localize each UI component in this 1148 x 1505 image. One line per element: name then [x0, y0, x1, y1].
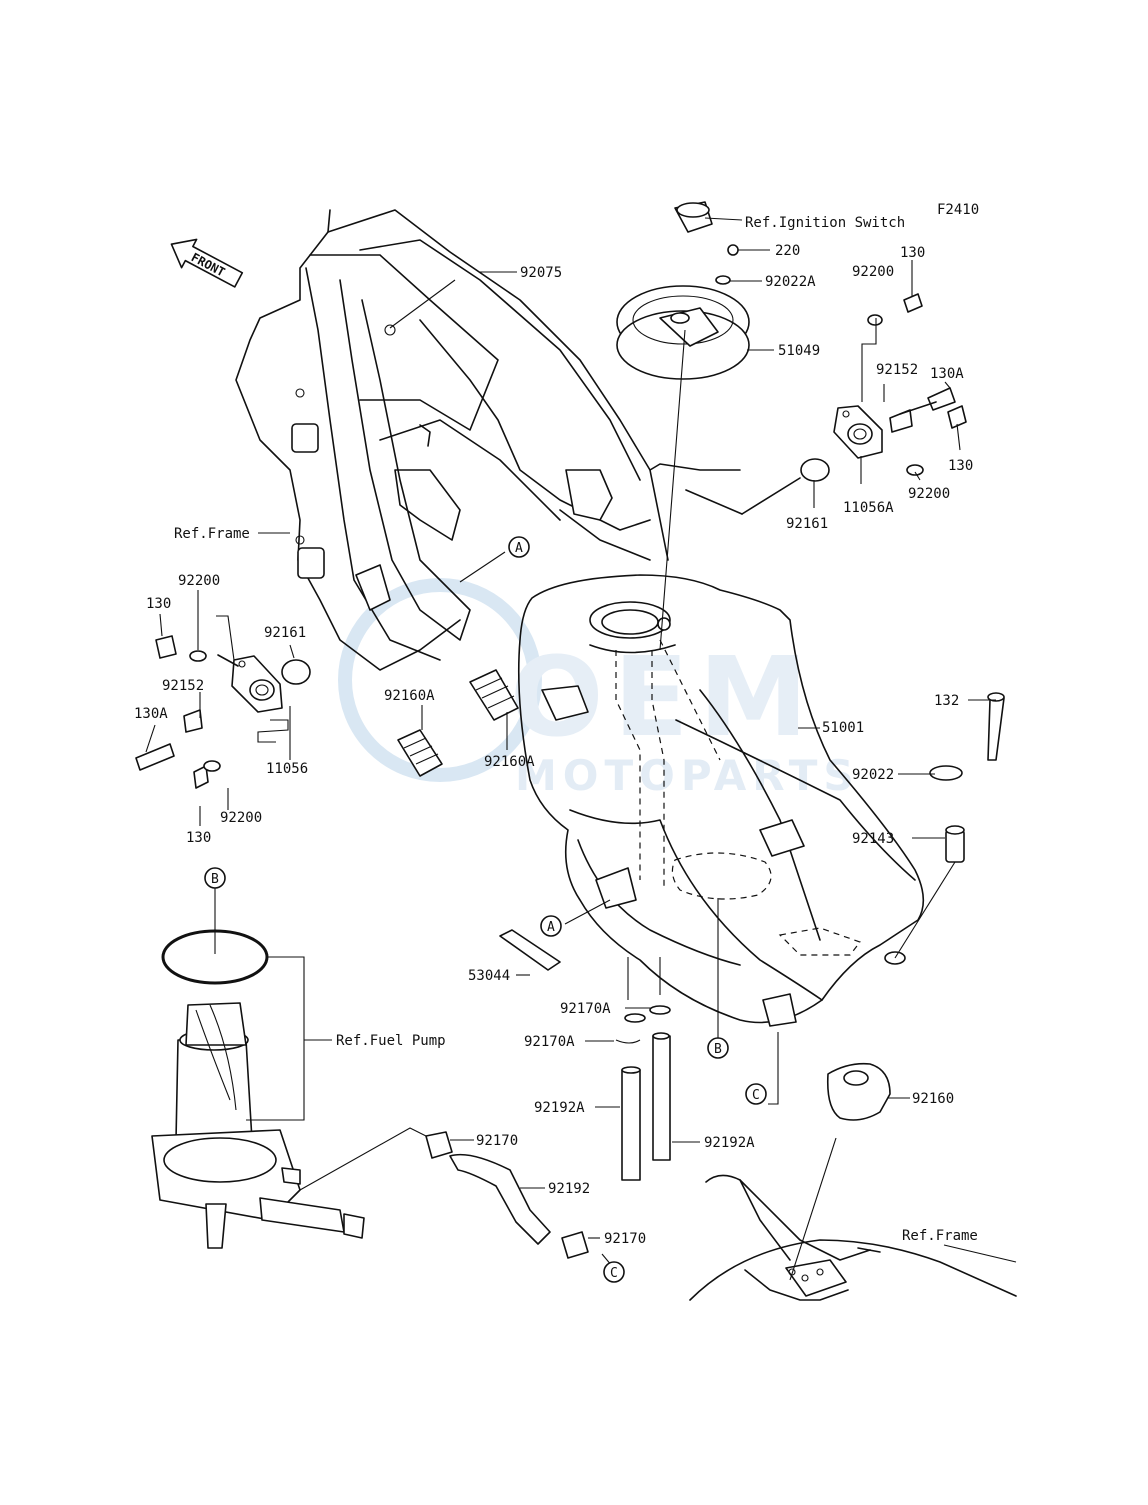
callout-c-hose: C [603, 1261, 625, 1283]
label-51049: 51049 [778, 343, 820, 359]
svg-text:B: B [714, 1042, 722, 1057]
fuel-pump [151, 929, 365, 1249]
label-92143: 92143 [852, 831, 894, 847]
label-130-left-top: 130 [146, 596, 171, 612]
label-220: 220 [775, 243, 800, 259]
svg-text:A: A [547, 920, 555, 935]
callout-b-tank: B [707, 1037, 729, 1059]
figure-code: F2410 [937, 202, 979, 218]
label-92161-right: 92161 [786, 516, 828, 532]
label-ref-ignition-switch: Ref.Ignition Switch [745, 215, 905, 231]
hoses [425, 1005, 671, 1259]
leader-lines [145, 217, 1017, 1281]
label-130-top: 130 [900, 245, 925, 261]
label-130a-left: 130A [134, 706, 168, 722]
callout-a-lower: A [540, 915, 562, 937]
label-ref-fuel-pump: Ref.Fuel Pump [336, 1033, 446, 1049]
label-53044: 53044 [468, 968, 510, 984]
left-mount-bracket [135, 635, 311, 789]
label-92160a-left: 92160A [384, 688, 435, 704]
label-92152-right: 92152 [876, 362, 918, 378]
label-130a-right: 130A [930, 366, 964, 382]
label-51001: 51001 [822, 720, 864, 736]
label-130-left-low: 130 [186, 830, 211, 846]
label-92200-right-low: 92200 [908, 486, 950, 502]
part-labels: Ref.Ignition Switch 220 92022A 51049 920… [134, 215, 978, 1247]
svg-text:C: C [610, 1266, 618, 1281]
label-92022a: 92022A [765, 274, 816, 290]
label-92075: 92075 [520, 265, 562, 281]
label-92192a-right: 92192A [704, 1135, 755, 1151]
watermark-text: MOTOPARTS [515, 751, 860, 800]
label-92161-left: 92161 [264, 625, 306, 641]
label-92170a-1: 92170A [560, 1001, 611, 1017]
label-92152-left: 92152 [162, 678, 204, 694]
frame-illustration [235, 209, 741, 671]
label-11056a: 11056A [843, 500, 894, 516]
label-92200-top: 92200 [852, 264, 894, 280]
fuel-tank [517, 574, 925, 1027]
svg-text:B: B [211, 872, 219, 887]
front-arrow-icon: FRONT [170, 238, 244, 288]
ignition-cap-assembly [616, 201, 750, 380]
dampers [397, 669, 561, 971]
label-11056: 11056 [266, 761, 308, 777]
label-92170-top: 92170 [476, 1133, 518, 1149]
label-92160: 92160 [912, 1091, 954, 1107]
svg-text:A: A [515, 541, 523, 556]
label-ref-frame-right: Ref.Frame [902, 1228, 978, 1244]
label-92200-left-low: 92200 [220, 810, 262, 826]
label-92192a-left: 92192A [534, 1100, 585, 1116]
callout-c-tank: C [745, 1083, 767, 1105]
callout-b-pump: B [204, 867, 226, 889]
label-92192: 92192 [548, 1181, 590, 1197]
callouts: A A B B C C [204, 536, 767, 1283]
label-ref-frame-left: Ref.Frame [174, 526, 250, 542]
label-92022: 92022 [852, 767, 894, 783]
watermark: OEM MOTOPARTS [338, 578, 860, 800]
right-mount-bracket [685, 293, 967, 515]
label-92170a-2: 92170A [524, 1034, 575, 1050]
label-92200-left: 92200 [178, 573, 220, 589]
label-130-right: 130 [948, 458, 973, 474]
label-132: 132 [934, 693, 959, 709]
svg-text:C: C [752, 1088, 760, 1103]
label-92160a-mid: 92160A [484, 754, 535, 770]
label-92170-low: 92170 [604, 1231, 646, 1247]
callout-a-upper: A [508, 536, 530, 558]
rear-frame-illustration [689, 1174, 1017, 1301]
